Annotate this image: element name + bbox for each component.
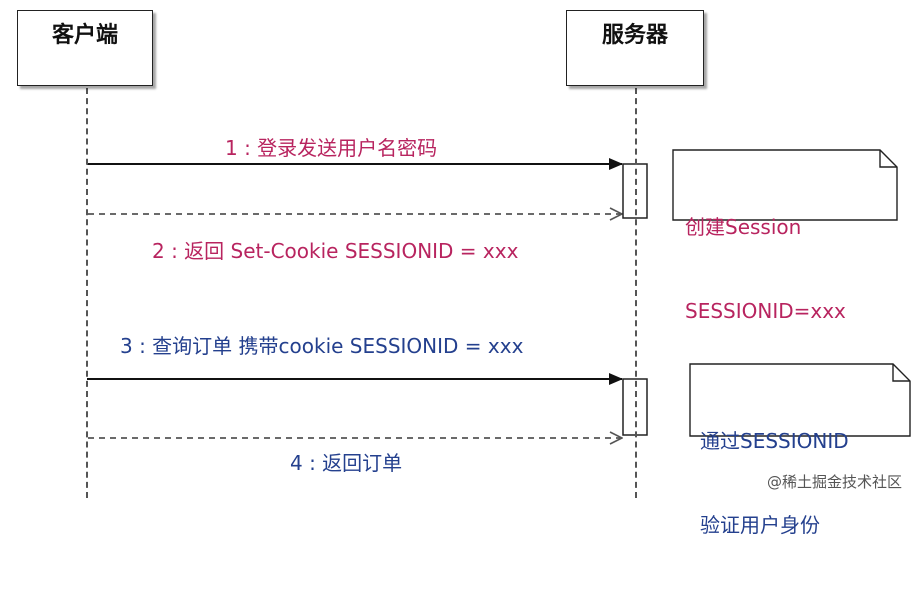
note-1-line-2: SESSIONID=xxx	[685, 299, 846, 323]
server-participant: 服务器	[566, 10, 704, 86]
note-2-shape	[689, 363, 911, 437]
server-lifeline	[635, 88, 637, 498]
message-1-label: 1 : 登录发送用户名密码	[225, 136, 438, 160]
server-participant-label: 服务器	[601, 23, 668, 48]
note-1-text: 创建Session SESSIONID=xxx	[685, 157, 846, 381]
message-4-label: 4 : 返回订单	[290, 451, 403, 475]
note-2-line-2: 验证用户身份	[700, 513, 820, 537]
note-2-line-1: 通过SESSIONID	[700, 429, 849, 453]
client-lifeline	[86, 88, 88, 498]
message-3-label: 3 : 查询订单 携带cookie SESSIONID = xxx	[120, 334, 524, 358]
client-participant-label: 客户端	[51, 23, 118, 48]
note-1-fold	[879, 150, 897, 168]
note-2-fold	[892, 364, 910, 382]
sequence-diagram: 客户端 服务器 1 : 登录发送用户名密码 2 : 返回 Set-Cookie …	[17, 10, 911, 537]
note-1-shape	[672, 149, 898, 221]
message-2-label: 2 : 返回 Set-Cookie SESSIONID = xxx	[152, 239, 519, 263]
watermark-text: @稀土掘金技术社区	[766, 473, 902, 491]
client-participant: 客户端	[17, 10, 153, 86]
note-1-line-1: 创建Session	[685, 215, 802, 239]
